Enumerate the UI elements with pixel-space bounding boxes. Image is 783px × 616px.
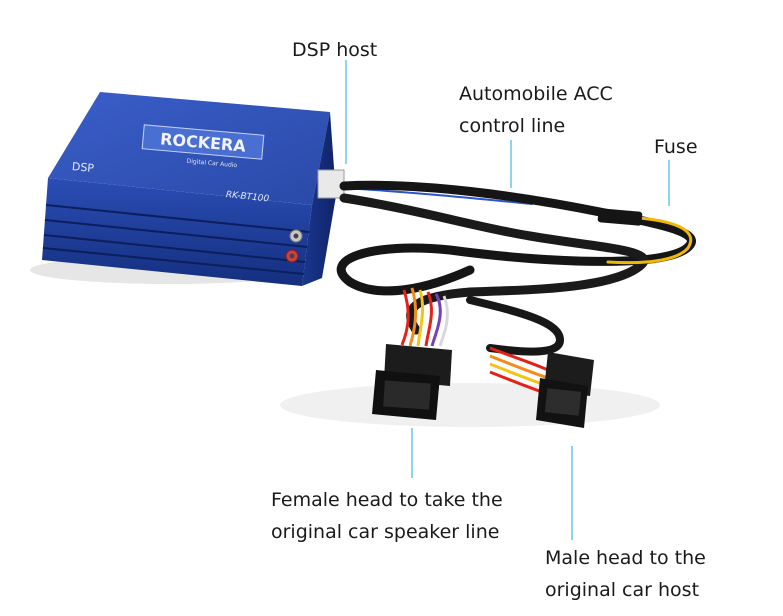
device-side-face (302, 112, 336, 286)
female-head-leader-line (411, 428, 413, 478)
female-connector (372, 344, 452, 420)
male-label-line-1: Male head to the (545, 547, 706, 569)
harness-cable-branch (466, 296, 564, 356)
male-head-label: Male head to the original car host (545, 542, 706, 606)
fuse-leader-line (668, 160, 670, 206)
device-face-label: DSP (71, 160, 95, 175)
male-connector (536, 352, 594, 428)
rca-jacks (285, 229, 303, 263)
device-model-label: RK-BT100 (225, 190, 269, 205)
brand-plate (141, 124, 265, 160)
male-label-line-2: original car host (545, 579, 700, 601)
male-head-leader-line (571, 446, 573, 540)
female-label-line-1: Female head to take the (271, 489, 503, 511)
device-tagline-text: Digital Car Audio (186, 158, 237, 169)
yellow-fuse-wire (606, 216, 693, 265)
harness-cable-loop (339, 193, 649, 335)
acc-leader-line (510, 140, 512, 188)
fuse-holder (597, 208, 643, 226)
acc-label-line-2: control line (459, 115, 566, 137)
dsp-host-device: ROCKERA Digital Car Audio DSP RK-BT100 (42, 92, 345, 286)
dsp-host-label: DSP host (292, 34, 377, 66)
female-head-label: Female head to take the original car spe… (271, 484, 503, 548)
cable-harness (336, 180, 697, 356)
acc-control-line-label: Automobile ACC control line (459, 78, 613, 142)
dsp-host-leader-line (345, 60, 347, 164)
device-connector-port (317, 169, 345, 199)
fuse-label-text: Fuse (654, 136, 698, 158)
device-fins (42, 204, 310, 275)
device-front-face (42, 178, 312, 286)
fuse-label: Fuse (654, 131, 698, 163)
acc-label-line-1: Automobile ACC (459, 83, 613, 105)
female-connector-wires (400, 287, 449, 347)
dsp-host-label-text: DSP host (292, 39, 378, 61)
female-label-line-2: original car speaker line (271, 521, 500, 543)
